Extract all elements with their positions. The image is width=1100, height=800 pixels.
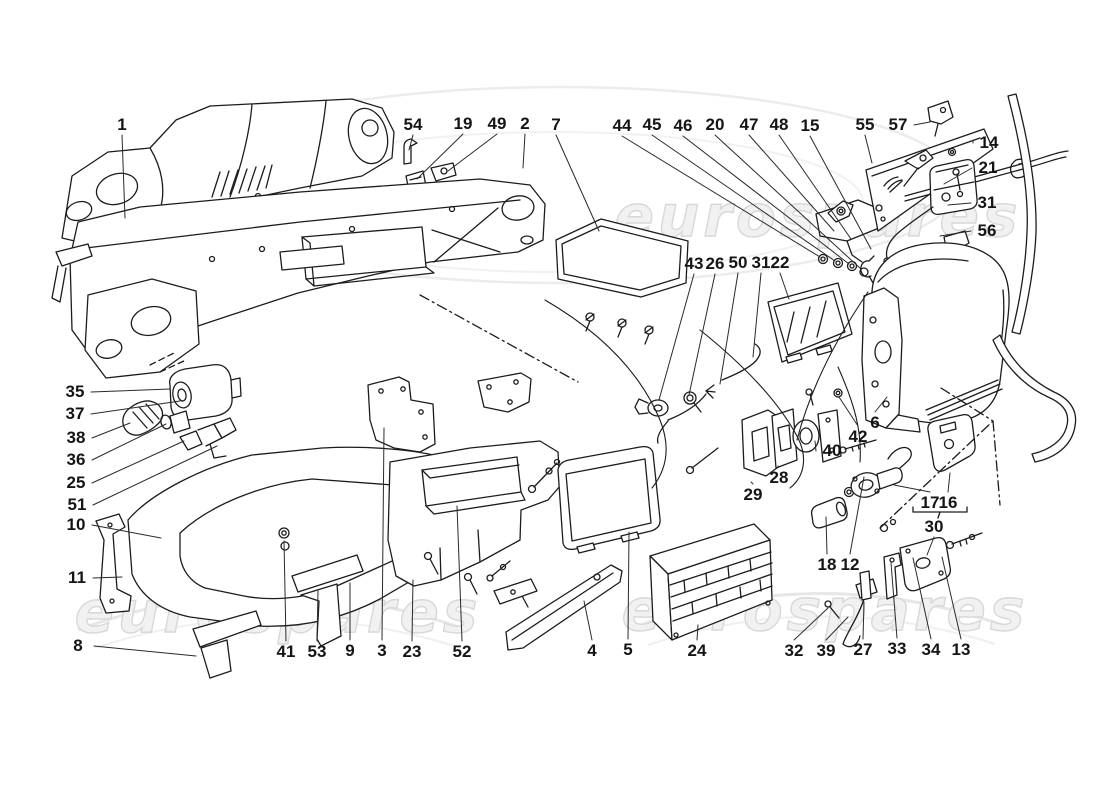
leader-line-49 [447, 133, 498, 172]
leader-line-3 [381, 427, 385, 641]
part-latch-assembly [815, 199, 881, 293]
leader-line-33 [890, 562, 898, 639]
leader-line-10 [91, 524, 162, 539]
leader-line-1 [121, 134, 126, 219]
leader-line-36 [91, 423, 167, 461]
part-bracket-11 [95, 513, 132, 614]
construction-lines [419, 294, 1001, 529]
leader-line-48 [778, 134, 852, 240]
part-main-dash-frame [51, 178, 546, 379]
part-lower-trim-strips [192, 554, 364, 679]
part-side-panel-7 [555, 218, 689, 345]
leader-line-57 [913, 121, 931, 126]
leader-line-51 [92, 445, 218, 506]
part-lock-motor-cluster [741, 388, 983, 648]
part-lock-panel-14 [865, 100, 1069, 265]
leader-line-47 [748, 134, 835, 232]
part-control-unit-24 [649, 523, 773, 641]
leader-line-37 [90, 400, 181, 415]
leader-line-34 [912, 557, 932, 640]
leader-line-8 [93, 645, 197, 657]
leader-line-38 [91, 422, 131, 439]
part-console-frame [367, 372, 561, 608]
leader-line-56 [939, 230, 972, 237]
leader-line-32 [793, 607, 829, 641]
leader-line-16 [947, 472, 951, 493]
leader-line-29 [750, 481, 754, 485]
leader-line-26 [688, 273, 716, 396]
leader-line-30 [926, 536, 935, 556]
leader-line-13 [941, 556, 962, 640]
leader-lines [90, 121, 974, 657]
part-glovebox-lid-5 [557, 445, 661, 554]
leader-line-23 [411, 579, 414, 642]
leader-line-7 [555, 134, 600, 232]
leader-line-27 [862, 601, 865, 640]
leader-line-2 [522, 133, 526, 169]
part-right-edge-strips [992, 93, 1077, 463]
part-glovebox-shell-6 [685, 242, 1010, 475]
leader-line-44 [621, 135, 821, 258]
leader-line-52 [456, 505, 463, 642]
leader-line-24 [696, 624, 699, 641]
leader-line-17 [893, 484, 931, 493]
leader-line-31 [752, 272, 762, 358]
leader-line-41 [283, 540, 287, 642]
leader-line-55 [864, 134, 873, 164]
leader-line-45 [651, 134, 836, 262]
leader-line-21 [943, 167, 973, 185]
leader-line-15 [809, 135, 872, 250]
leader-line-35 [90, 388, 171, 393]
leader-line-43 [658, 273, 695, 401]
leader-line-42 [838, 396, 859, 427]
leader-line-6 [874, 396, 888, 413]
leader-line-46 [682, 135, 850, 265]
leader-line-25 [91, 440, 185, 484]
part-solenoid-cluster [122, 351, 242, 459]
leader-line-22 [779, 272, 790, 300]
leader-line-39 [825, 616, 849, 641]
leader-line-50 [719, 272, 739, 385]
leader-line-18 [825, 516, 828, 555]
leader-line-11 [92, 576, 123, 579]
leader-line-19 [416, 133, 464, 180]
part-lower-lid-strip-4 [505, 564, 623, 651]
leader-line-28 [777, 465, 780, 468]
dash-silhouette-curves [544, 291, 869, 489]
leader-line-31 [947, 202, 972, 206]
leader-line-40 [814, 440, 817, 452]
part-lighter-and-wiring [634, 343, 761, 444]
leader-line-5 [627, 531, 630, 640]
group-bracket-17-16 [912, 506, 968, 519]
leader-line-54 [408, 134, 414, 151]
leader-line-53 [316, 590, 319, 642]
leader-line-20 [714, 134, 862, 270]
leader-line-4 [583, 600, 593, 641]
leader-line-12 [849, 476, 865, 555]
part-glovebox-glass-22 [767, 282, 853, 364]
